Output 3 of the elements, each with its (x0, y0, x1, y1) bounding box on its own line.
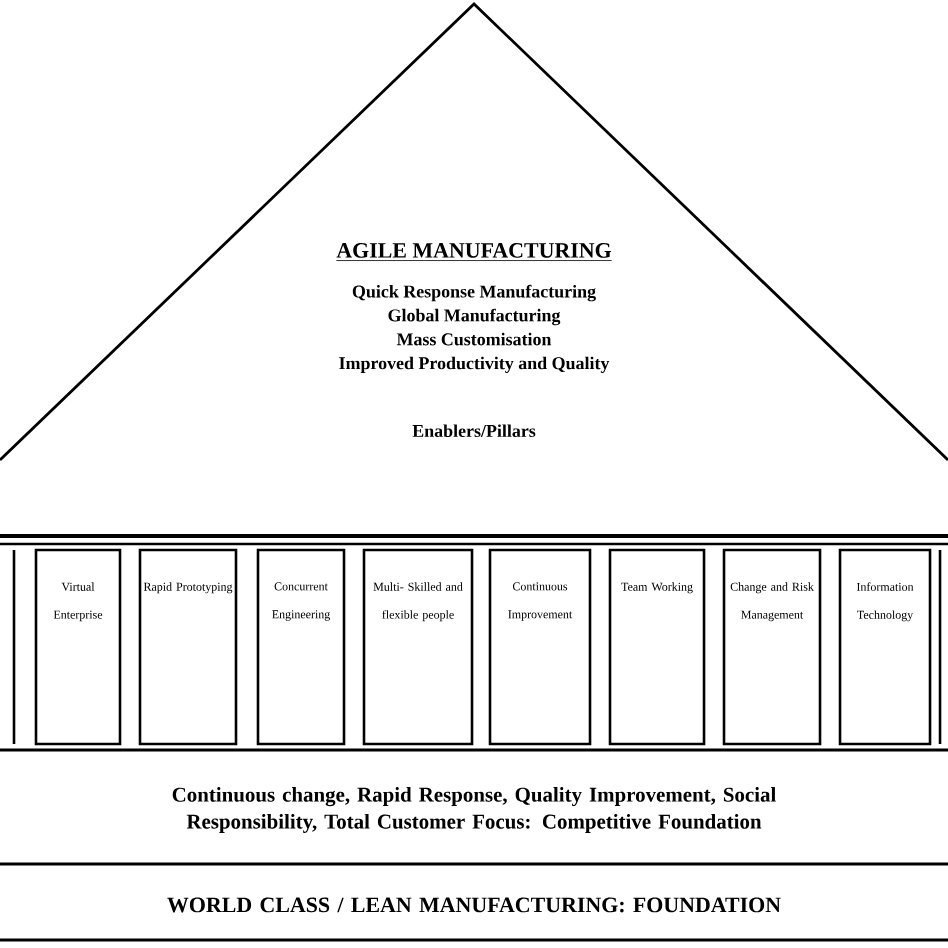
foundation-band: WORLD CLASS / LEAN MANUFACTURING: FOUNDATION (0, 897, 948, 942)
roof-triangle: AGILE MANUFACTURING Quick Response Manufacturing Global Manufacturing Mass Customisation Improved Productivity and Quality Enablers/Pillars (0, 2, 948, 538)
foundation-band: Continuous change, Rapid Response, Quality Improvement, Social Responsibility, Total Customer Focus: Competitive Foundation (0, 787, 948, 866)
